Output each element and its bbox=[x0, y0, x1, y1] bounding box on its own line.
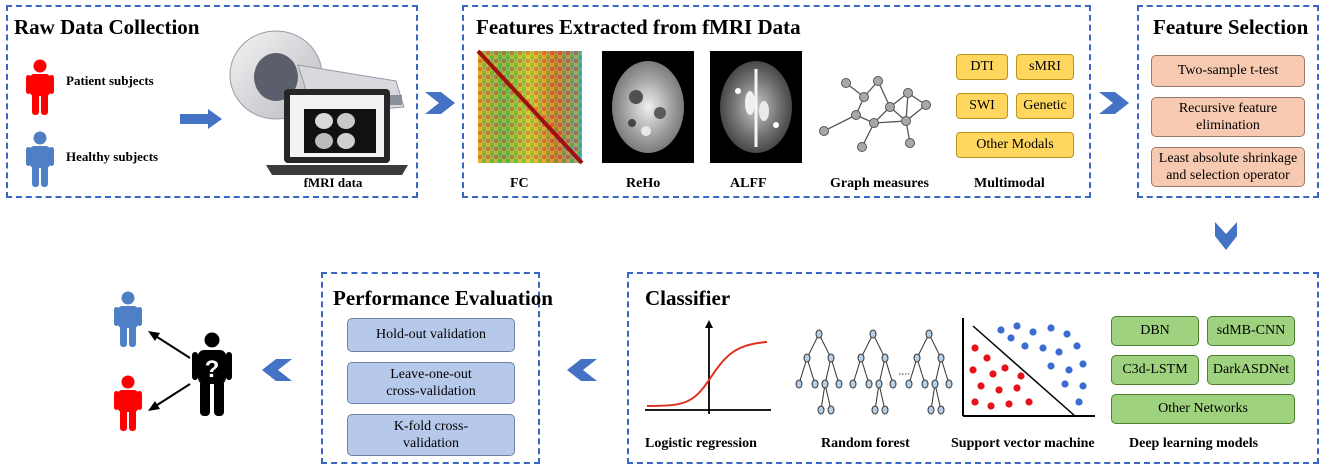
evaluation-item-loocv: Leave-one-out cross-validation bbox=[347, 362, 515, 404]
chevron-left-icon bbox=[567, 359, 597, 381]
random-forest-label: Random forest bbox=[821, 436, 910, 451]
sigmoid-curve-icon bbox=[645, 320, 771, 414]
arrow-up-left-icon bbox=[148, 331, 191, 359]
modal-box-swi: SWI bbox=[956, 93, 1008, 119]
classifier-panel: Classifier Logistic regression Random fo… bbox=[627, 272, 1319, 464]
evaluation-item-kfold: K-fold cross-validation bbox=[347, 414, 515, 456]
selection-item-ttest: Two-sample t-test bbox=[1151, 55, 1305, 87]
patient-subjects-label: Patient subjects bbox=[66, 73, 154, 88]
decision-tree-icon bbox=[795, 329, 953, 415]
alff-brain-image bbox=[710, 51, 802, 163]
arrow-right-icon bbox=[180, 109, 222, 129]
selection-item-lasso: Least absolute shrinkage and selection o… bbox=[1151, 147, 1305, 187]
modal-box-dti: DTI bbox=[956, 54, 1008, 80]
brain-slice-icon bbox=[720, 61, 792, 153]
patient-person-icon bbox=[114, 375, 142, 431]
patient-person-icon bbox=[26, 59, 54, 115]
chevron-right-icon bbox=[1099, 92, 1129, 114]
raw-data-title: Raw Data Collection bbox=[14, 15, 200, 39]
brain-slice-icon bbox=[612, 61, 684, 153]
svm-label: Support vector machine bbox=[951, 436, 1095, 451]
healthy-person-icon bbox=[114, 291, 142, 347]
chevron-down-icon bbox=[1215, 222, 1237, 250]
healthy-subjects-label: Healthy subjects bbox=[66, 149, 159, 164]
fc-label: FC bbox=[510, 176, 529, 191]
reho-brain-image bbox=[602, 51, 694, 163]
graph-measures-label: Graph measures bbox=[830, 176, 929, 191]
question-person-icon: ? bbox=[192, 332, 232, 416]
svm-scatter-icon bbox=[962, 318, 1095, 417]
alff-label: ALFF bbox=[730, 176, 767, 191]
performance-evaluation-panel: Performance Evaluation Hold-out validati… bbox=[321, 272, 553, 464]
deep-learning-label: Deep learning models bbox=[1129, 436, 1259, 451]
features-title: Features Extracted from fMRI Data bbox=[476, 15, 801, 39]
raw-data-panel: Raw Data Collection Patient subjects Hea… bbox=[6, 5, 418, 198]
evaluation-item-holdout: Hold-out validation bbox=[347, 318, 515, 352]
feature-selection-title: Feature Selection bbox=[1153, 15, 1309, 39]
performance-evaluation-title: Performance Evaluation bbox=[333, 286, 553, 310]
features-panel: Features Extracted from fMRI Data FC bbox=[462, 5, 1091, 198]
laptop-icon bbox=[266, 89, 408, 175]
feature-selection-panel: Feature Selection Two-sample t-test Recu… bbox=[1137, 5, 1319, 198]
network-graph-icon bbox=[819, 76, 931, 152]
modal-box-other: Other Modals bbox=[956, 132, 1074, 158]
chevron-right-icon bbox=[425, 92, 455, 114]
dl-box-c3d-lstm: C3d-LSTM bbox=[1111, 355, 1199, 385]
classifier-title: Classifier bbox=[645, 286, 731, 310]
modal-box-smri: sMRI bbox=[1016, 54, 1074, 80]
chevron-left-icon bbox=[262, 359, 292, 381]
fc-matrix-icon bbox=[476, 49, 584, 165]
dl-box-other: Other Networks bbox=[1111, 394, 1295, 424]
selection-item-rfe: Recursive feature elimination bbox=[1151, 97, 1305, 137]
dl-box-dbn: DBN bbox=[1111, 316, 1199, 346]
dl-box-darkasdnet: DarkASDNet bbox=[1207, 355, 1295, 385]
healthy-person-icon bbox=[26, 131, 54, 187]
svg-text:?: ? bbox=[205, 356, 220, 383]
modal-box-genetic: Genetic bbox=[1016, 93, 1074, 119]
arrow-down-left-icon bbox=[148, 383, 191, 411]
fmri-data-label: fMRI data bbox=[303, 175, 363, 190]
multimodal-label: Multimodal bbox=[974, 176, 1045, 191]
reho-label: ReHo bbox=[626, 176, 661, 191]
logistic-regression-label: Logistic regression bbox=[645, 436, 757, 451]
dl-box-sdmb-cnn: sdMB-CNN bbox=[1207, 316, 1295, 346]
